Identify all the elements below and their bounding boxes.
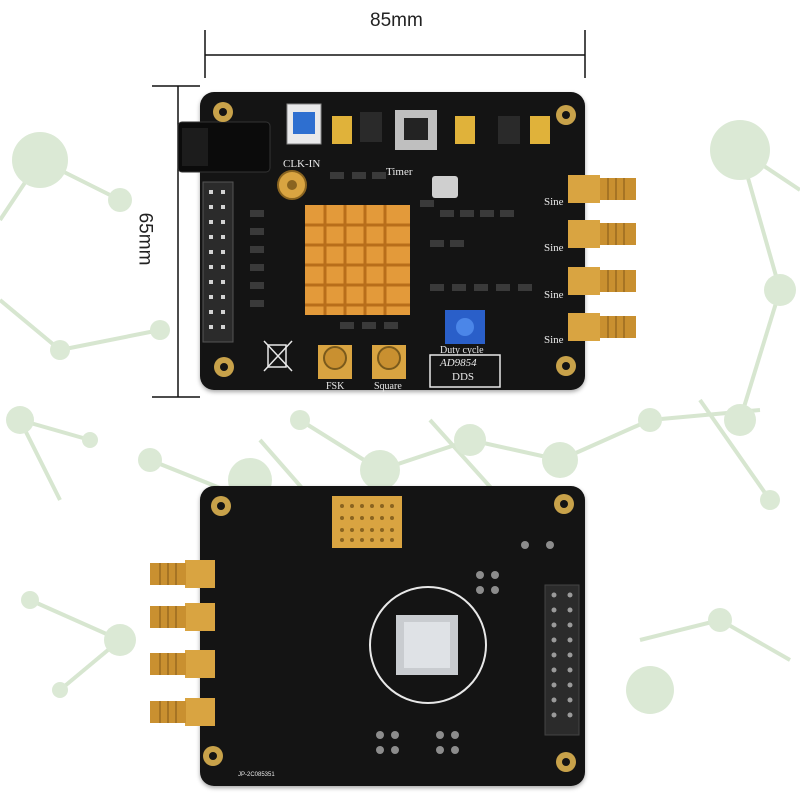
clk-in-label: CLK-IN <box>283 158 321 170</box>
width-dimension-label: 85mm <box>370 10 423 31</box>
timer-label: Timer <box>386 166 413 178</box>
back-serial-label: JP-2C085351 <box>238 772 275 778</box>
sine-output-4-label: Sine <box>544 334 564 346</box>
duty-cycle-label: Duty cycle <box>440 345 484 356</box>
model-label: AD9854 <box>440 357 477 369</box>
fsk-label: FSK <box>326 381 345 392</box>
dds-label: DDS <box>452 371 475 383</box>
sine-output-3-label: Sine <box>544 289 564 301</box>
sine-output-1-label: Sine <box>544 196 564 208</box>
sine-output-2-label: Sine <box>544 242 564 254</box>
square-label: Square <box>374 381 402 392</box>
